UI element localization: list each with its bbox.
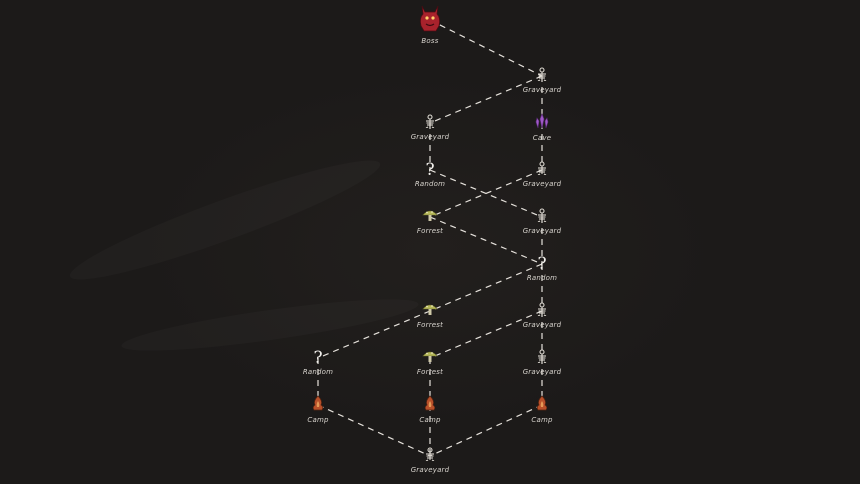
skeleton-icon [512,348,572,367]
map-node-label: Graveyard [522,86,562,94]
path-r2-f2 [429,263,543,312]
path-c1-start [317,404,431,457]
map-node-label: Graveyard [410,466,450,474]
map-node-camp[interactable]: Camp [512,395,572,424]
path-boss-g1 [429,19,543,77]
mushroom-icon [400,301,460,320]
question-mark-icon: ? [537,254,547,274]
map-node-label: Graveyard [410,133,450,141]
map-node-label: Forrest [416,321,444,329]
map-node-label: Camp [531,416,553,424]
map-node-forrest[interactable]: Forrest [400,207,460,235]
map-node-label: Random [414,180,446,188]
map-node-label: Forrest [416,227,444,235]
map-node-forrest[interactable]: Forrest [400,301,460,329]
skeleton-icon [512,160,572,179]
map-node-graveyard[interactable]: Graveyard [512,301,572,329]
path-g1-g2 [429,75,543,124]
map-node-camp[interactable]: Camp [288,395,348,424]
map-node-label: Forrest [416,368,444,376]
skeleton-icon [400,446,460,465]
boss-demon-icon [400,4,460,36]
path-f2-r3 [317,310,431,359]
map-node-label: Cave [532,134,552,142]
skeleton-icon [512,301,572,320]
map-node-forrest[interactable]: Forrest [400,348,460,376]
map-node-label: Camp [307,416,329,424]
map-node-graveyard[interactable]: Graveyard [400,113,460,141]
map-node-label: Graveyard [522,321,562,329]
map-node-label: Camp [419,416,441,424]
map-node-graveyard[interactable]: Graveyard [512,348,572,376]
map-node-random[interactable]: ?Random [288,348,348,377]
map-node-random[interactable]: ?Random [512,254,572,283]
map-node-label: Graveyard [522,180,562,188]
map-node-label: Graveyard [522,227,562,235]
map-node-graveyard[interactable]: Graveyard [512,160,572,188]
campfire-icon [400,395,460,415]
path-g5-f3 [429,310,543,359]
mushroom-icon [400,207,460,226]
map-node-graveyard[interactable]: Graveyard [512,207,572,235]
map-node-label: Random [526,274,558,282]
skeleton-icon [512,207,572,226]
map-node-camp[interactable]: Camp [400,395,460,424]
map-node-label: Boss [421,37,439,45]
campfire-icon [512,395,572,415]
mushroom-icon [400,348,460,367]
path-c3-start [429,404,543,457]
map-node-graveyard[interactable]: Graveyard [512,66,572,94]
crystal-icon [512,113,572,133]
map-node-boss[interactable]: Boss [400,4,460,45]
map-node-label: Graveyard [522,368,562,376]
question-mark-icon: ? [313,348,323,368]
path-f1-r2 [429,216,543,265]
campfire-icon [288,395,348,415]
map-node-graveyard[interactable]: Graveyard [400,446,460,474]
map-node-label: Random [302,368,334,376]
map-node-random[interactable]: ?Random [400,160,460,189]
path-g3-f1 [429,169,543,218]
skeleton-icon [400,113,460,132]
question-mark-icon: ? [425,160,435,180]
skeleton-icon [512,66,572,85]
map-node-cave[interactable]: Cave [512,113,572,142]
